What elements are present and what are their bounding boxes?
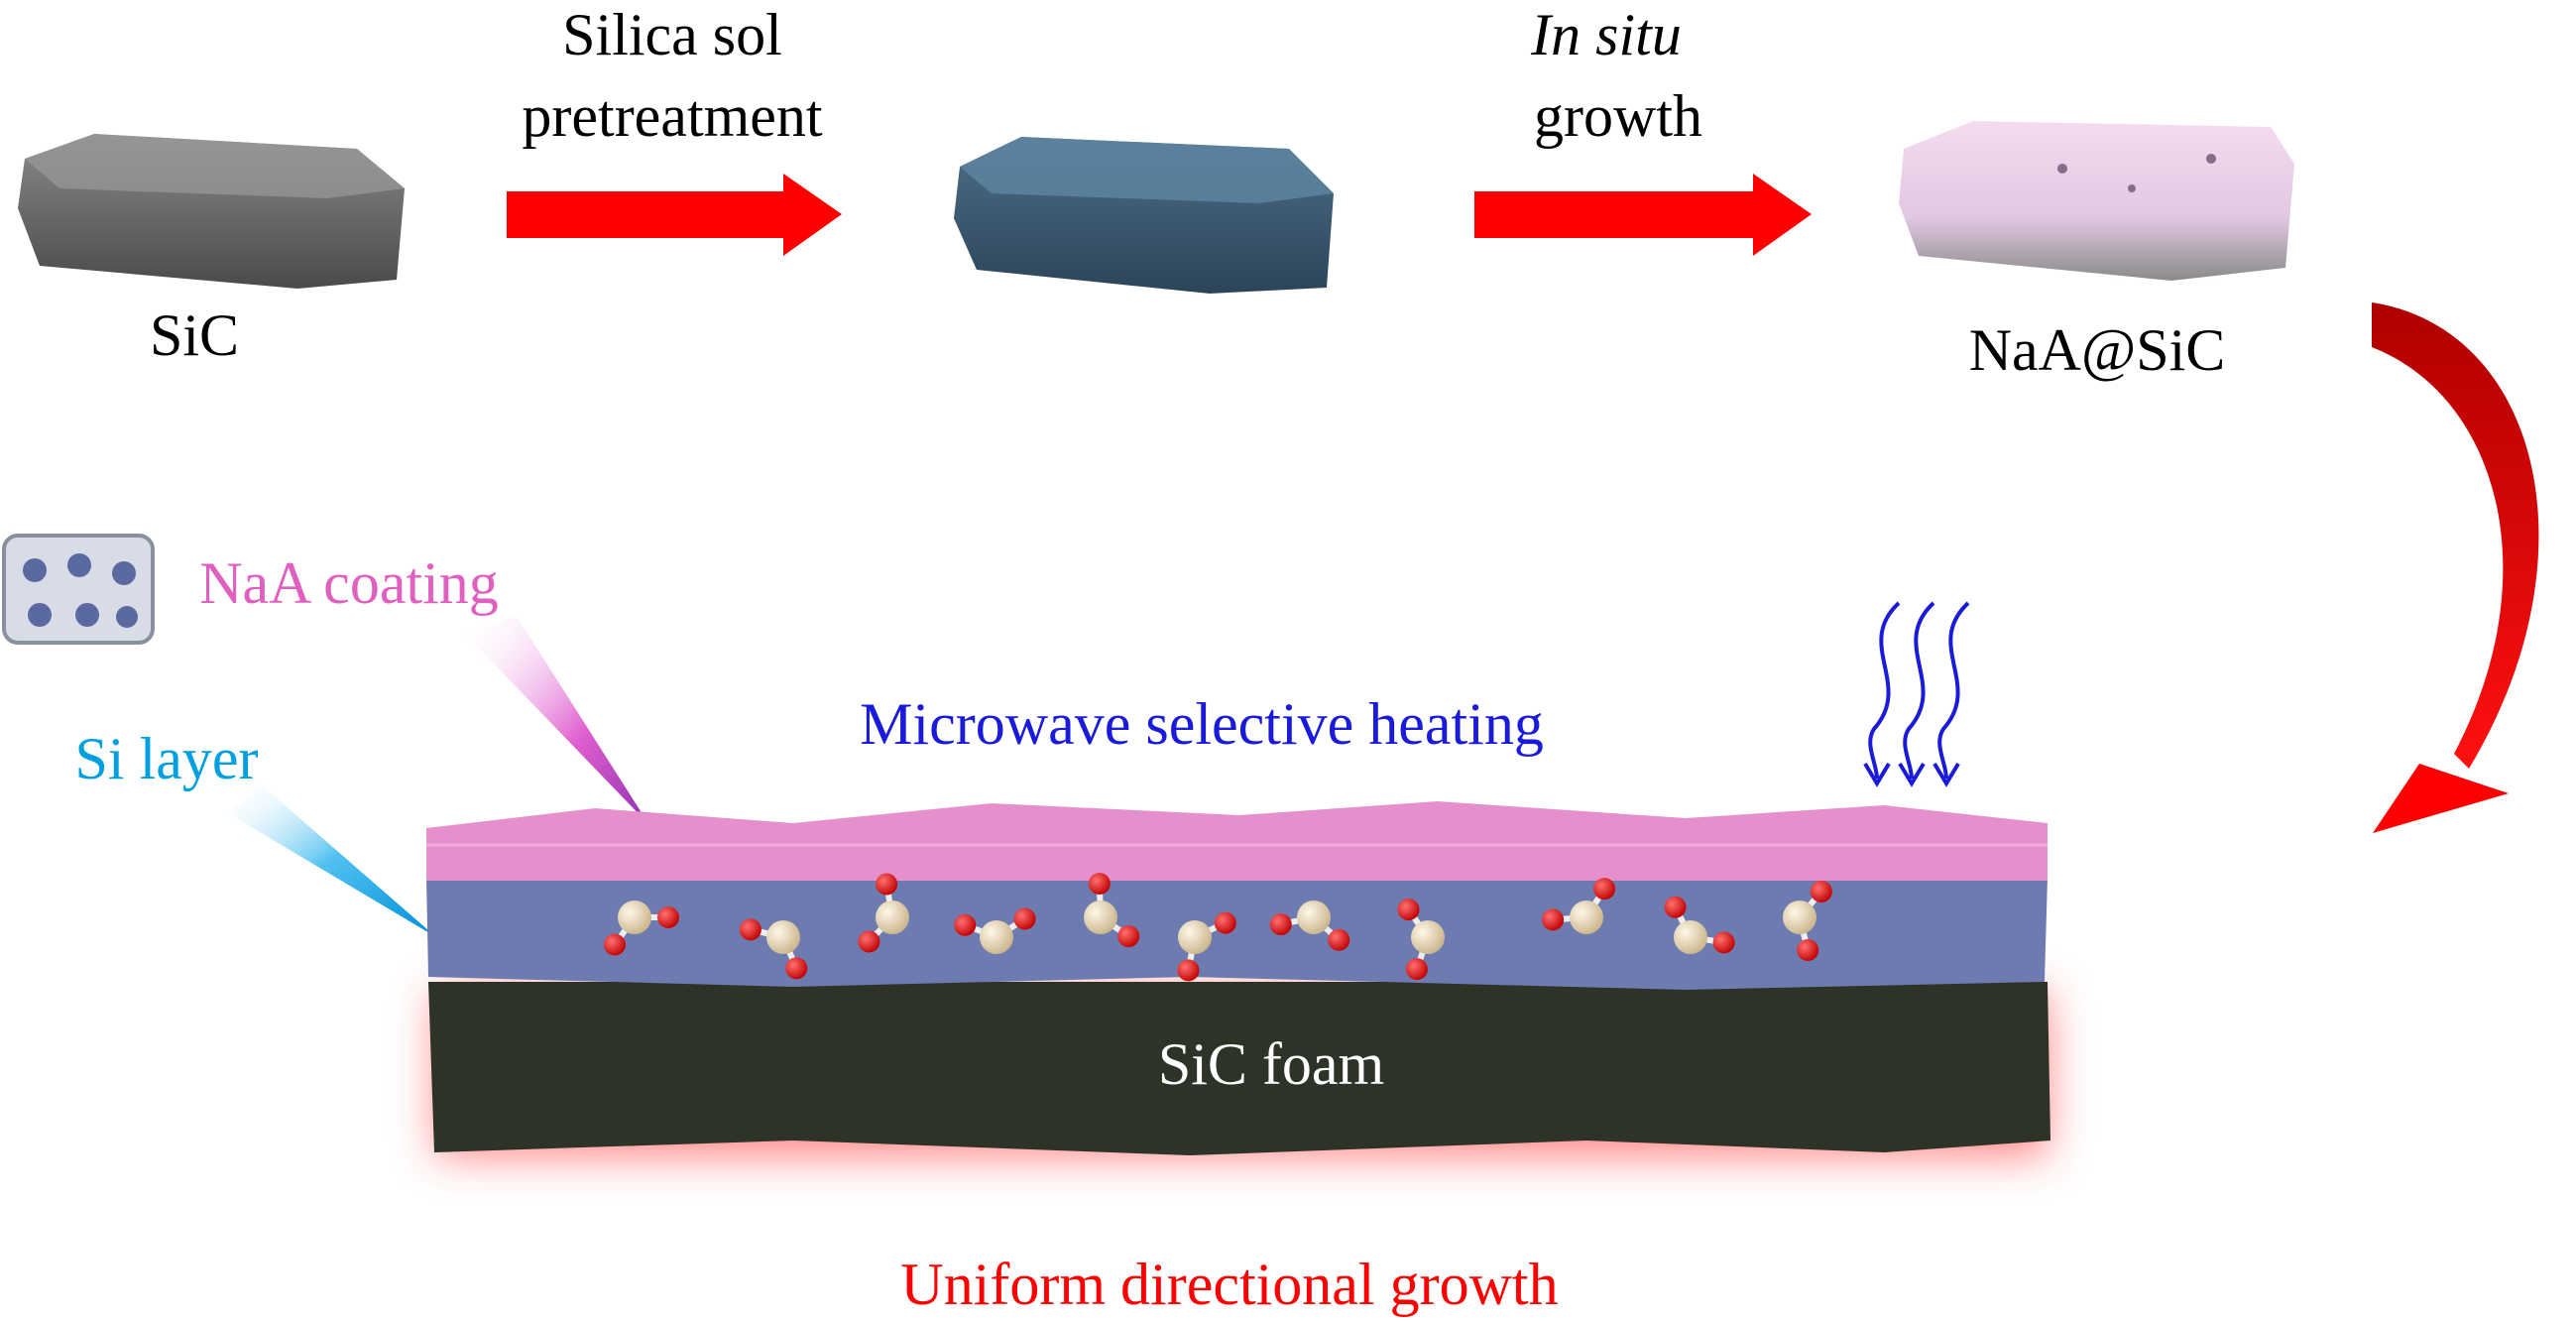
naa-sic-block-image (1899, 121, 2294, 281)
molecule (1177, 911, 1236, 982)
sic-block-image (18, 134, 405, 289)
coating-pointer (466, 615, 649, 825)
molecule (603, 901, 679, 956)
si-layer-pointer (228, 783, 436, 937)
layered-slab (426, 801, 2050, 1155)
growth-label: Uniform directional growth (900, 1252, 1559, 1317)
step2-label-line1: In situ (1531, 2, 1682, 67)
molecule (739, 918, 808, 980)
molecules (603, 873, 1832, 982)
naa-coating-label: NaA coating (199, 550, 499, 616)
curved-arrow-head (2373, 764, 2509, 833)
molecule (1783, 880, 1832, 961)
molecule (1397, 899, 1445, 981)
si-layer (426, 878, 2048, 990)
naa-coating-layer (426, 801, 2048, 881)
curved-arrow-icon (2372, 302, 2539, 769)
pretreated-block-image (954, 137, 1334, 294)
si-layer-label: Si layer (74, 726, 259, 791)
molecule (858, 873, 909, 953)
microwave-label: Microwave selective heating (860, 691, 1544, 757)
naa-sic-label: NaA@SiC (1968, 317, 2226, 383)
molecule (1269, 901, 1350, 951)
arrow-right-icon (507, 174, 842, 256)
molecule (954, 907, 1036, 954)
molecule (1542, 878, 1616, 934)
sic-label: SiC (149, 302, 240, 368)
microwave-waves-icon (1863, 601, 1970, 787)
molecule (1664, 896, 1735, 954)
sic-foam-layer (428, 982, 2050, 1155)
molecule (1084, 873, 1140, 948)
step1-label-line1: Silica sol (562, 2, 782, 67)
arrow-right-icon (1474, 174, 1812, 256)
step2-label-line2: growth (1534, 83, 1702, 149)
zeolite-structure-icon (2, 534, 155, 645)
step1-label-line2: pretreatment (522, 83, 823, 149)
sic-foam-label: SiC foam (1157, 1031, 1385, 1097)
